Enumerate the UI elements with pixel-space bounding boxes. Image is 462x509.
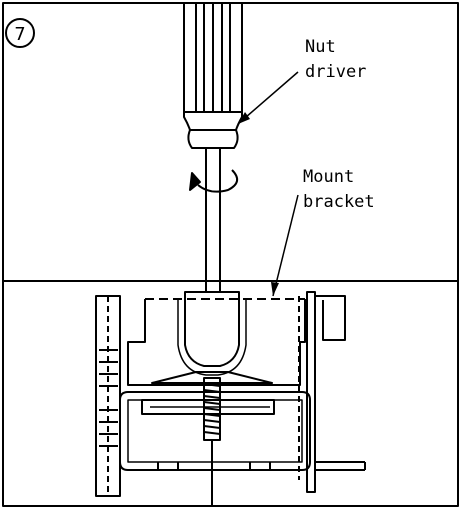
lower-frame	[119, 391, 311, 471]
nut-shoulders	[151, 371, 273, 384]
step-number: 7	[14, 24, 25, 45]
label-nut-driver-line1: Nut	[305, 37, 336, 57]
label-nut-driver-line2: driver	[305, 62, 366, 82]
leader-mount-bracket	[272, 194, 299, 297]
mount-assembly	[95, 291, 366, 506]
label-nut-driver: Nut driver	[237, 37, 366, 125]
rotation-arrow	[189, 169, 239, 193]
leader-nut-driver	[237, 71, 299, 125]
step-number-badge: 7	[5, 18, 35, 48]
label-mount-bracket-line1: Mount	[303, 167, 354, 187]
nut-driver-collar	[187, 129, 239, 149]
nut-driver	[183, 2, 243, 292]
driver-socket	[184, 291, 240, 367]
label-mount-bracket-line2: bracket	[303, 192, 375, 212]
label-mount-bracket: Mount bracket	[271, 167, 375, 297]
